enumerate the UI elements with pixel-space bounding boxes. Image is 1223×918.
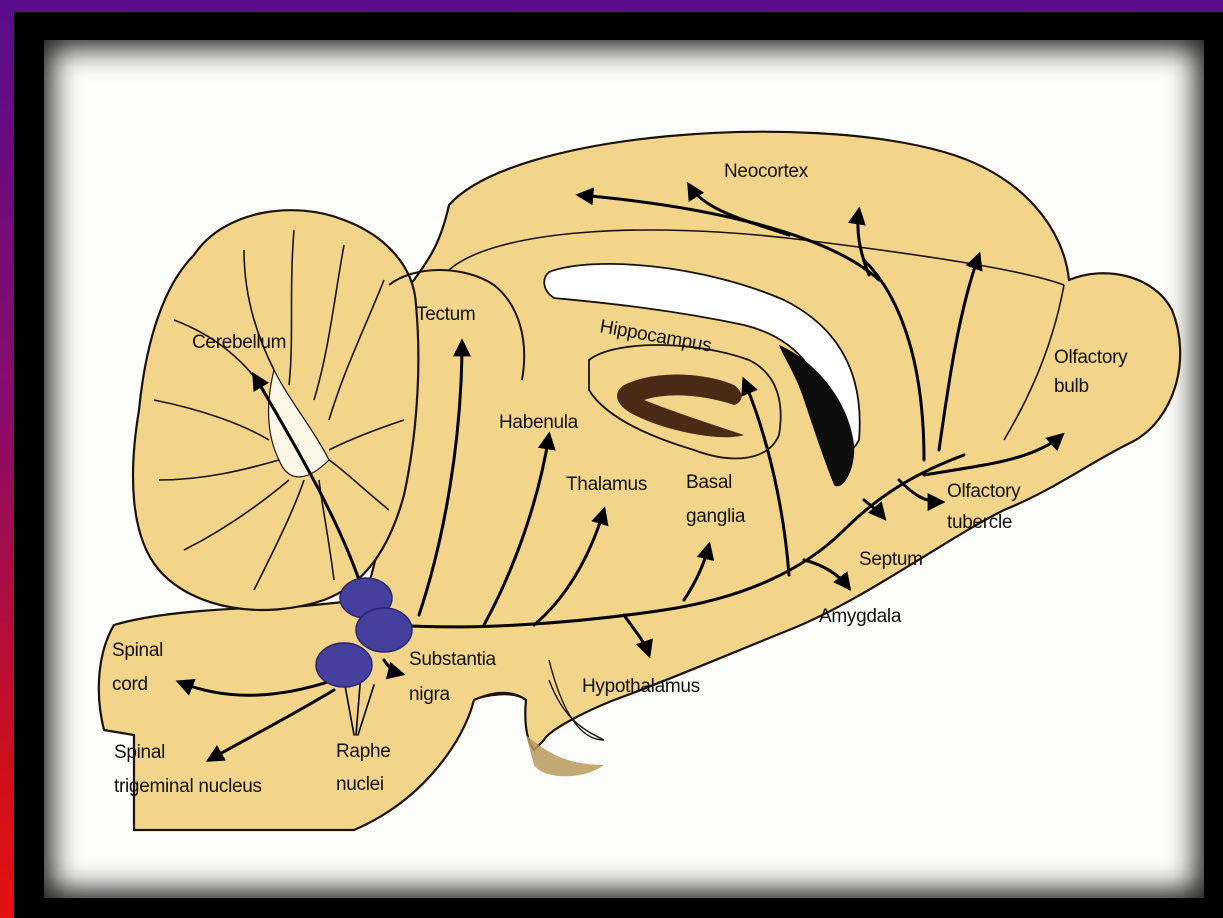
label-spinal-trigeminal-2: trigeminal nucleus: [114, 776, 262, 797]
label-spinal-cord-2: cord: [112, 674, 148, 695]
label-hypothalamus: Hypothalamus: [582, 676, 700, 697]
slide-frame-inner: Neocortex Cerebellum Tectum Hippocampus …: [14, 12, 1223, 918]
label-basal-ganglia-1: Basal: [686, 472, 732, 493]
raphe-nucleus-3: [316, 643, 372, 687]
label-septum: Septum: [859, 549, 923, 570]
label-olfactory-tubercle-1: Olfactory: [947, 481, 1021, 502]
label-neocortex: Neocortex: [724, 161, 809, 182]
slide: Neocortex Cerebellum Tectum Hippocampus …: [44, 40, 1204, 898]
label-olfactory-tubercle-2: tubercle: [947, 512, 1012, 533]
label-raphe-nuclei-1: Raphe: [336, 741, 391, 762]
serotonin-pathway-diagram: Neocortex Cerebellum Tectum Hippocampus …: [44, 40, 1204, 898]
label-olfactory-bulb-2: bulb: [1054, 376, 1089, 397]
raphe-nucleus-2: [356, 608, 412, 652]
label-basal-ganglia-2: ganglia: [686, 506, 746, 527]
label-tectum: Tectum: [416, 304, 475, 325]
label-spinal-cord-1: Spinal: [112, 640, 163, 661]
label-spinal-trigeminal-1: Spinal: [114, 742, 165, 763]
label-habenula: Habenula: [499, 412, 579, 433]
label-olfactory-bulb-1: Olfactory: [1054, 347, 1128, 368]
label-thalamus: Thalamus: [566, 474, 647, 495]
label-amygdala: Amygdala: [819, 606, 902, 627]
label-raphe-nuclei-2: nuclei: [336, 774, 384, 795]
label-substantia-nigra-1: Substantia: [409, 649, 497, 670]
label-substantia-nigra-2: nigra: [409, 684, 450, 705]
label-cerebellum: Cerebellum: [192, 332, 286, 353]
